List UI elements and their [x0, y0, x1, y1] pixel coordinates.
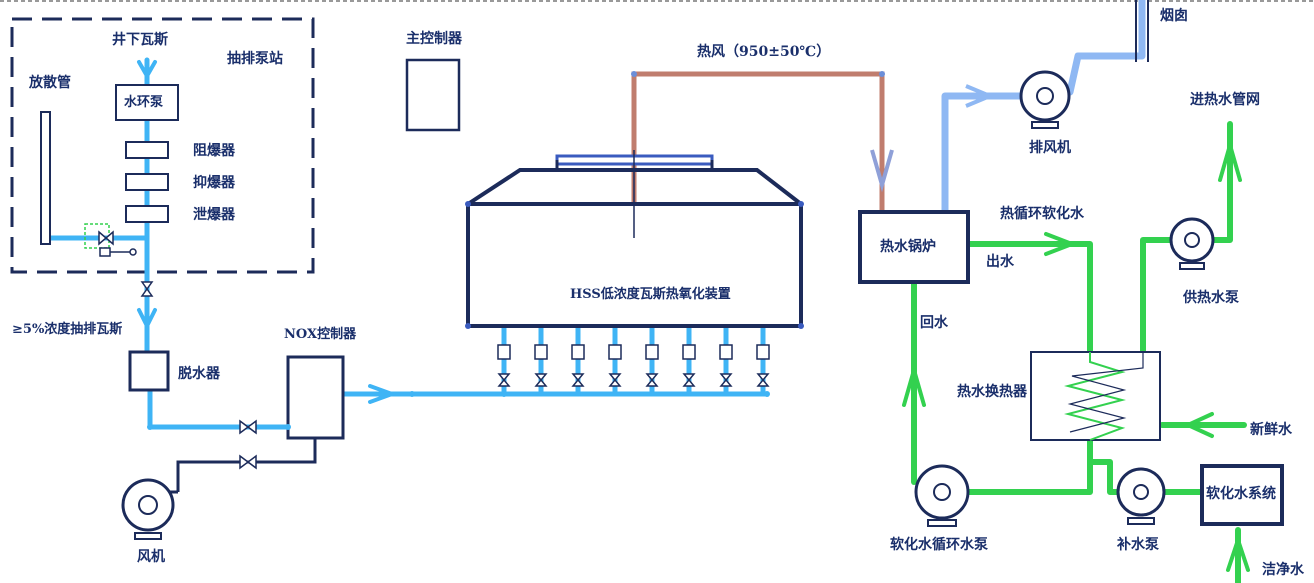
supply-pump [1169, 217, 1215, 270]
arrester-1-label: 阻爆器 [193, 143, 235, 159]
water-ring-pump-box [115, 84, 179, 121]
arrester-1-box [125, 141, 169, 159]
water-ring-pump-label: 水环泵 [124, 95, 164, 110]
fan-label: 风机 [137, 549, 165, 565]
hot-air-label: 热风（950±50℃） [697, 44, 831, 60]
dehydrator-box [128, 350, 170, 392]
water-pipelines [911, 121, 1247, 583]
heat-exchanger-label: 热水换热器 [957, 384, 1027, 400]
circ-pump-label: 软化水循环水泵 [890, 537, 988, 553]
exhaust-arrow [965, 84, 996, 108]
arrester-3-box [125, 205, 169, 223]
exhaust-fan [1019, 70, 1071, 129]
oxidizer-unit [466, 150, 803, 328]
clean-water-label: 洁净水 [1262, 562, 1304, 578]
vent-valve-cluster [84, 223, 137, 257]
outlet-label: 出水 [986, 254, 1014, 270]
vent-pipe-label: 放散管 [29, 75, 71, 91]
main-controller-label: 主控制器 [406, 31, 462, 47]
air-valve [239, 454, 257, 470]
nox-controller-label: NOX控制器 [284, 327, 357, 342]
arrester-3-label: 泄爆器 [193, 207, 235, 223]
softening-system-box [1200, 464, 1284, 526]
arrester-2-box [125, 173, 169, 191]
boiler-label: 热水锅炉 [880, 239, 936, 255]
fan [121, 478, 175, 540]
underground-gas-label: 井下瓦斯 [112, 32, 168, 48]
oxidizer-corner-dots [465, 201, 804, 329]
gas-valve [140, 281, 154, 297]
nox-controller-box [286, 355, 345, 440]
dehydrator-label: 脱水器 [178, 366, 220, 382]
exhaust-fan-label: 排风机 [1029, 140, 1071, 156]
supply-pump-label: 供热水泵 [1183, 290, 1239, 306]
chimney [1135, 0, 1149, 62]
heat-exchanger [1030, 351, 1161, 441]
pump-station-boundary [10, 17, 315, 274]
makeup-pump-label: 补水泵 [1117, 537, 1159, 553]
burner-valves [497, 344, 770, 387]
soft-water-circ-label: 热循环软化水 [1000, 206, 1084, 222]
circulating-pump [914, 464, 970, 527]
softening-system-label: 软化水系统 [1206, 486, 1276, 502]
heat-network-label: 进热水管网 [1190, 92, 1260, 108]
return-label: 回水 [920, 315, 948, 331]
chimney-label: 烟囱 [1160, 8, 1188, 24]
exhaust-pipeline [941, 0, 1146, 216]
water-flow-arrows [902, 143, 1250, 572]
arrester-2-label: 抑爆器 [193, 175, 235, 191]
hot-air-arrow [870, 149, 894, 193]
main-controller-box [405, 58, 461, 132]
vent-pipe [40, 111, 51, 245]
hot-water-boiler-box [858, 210, 970, 284]
pump-station-label: 抽排泵站 [227, 51, 283, 67]
fresh-water-label: 新鲜水 [1250, 422, 1292, 438]
oxidizer-label: HSS低浓度瓦斯热氧化装置 [570, 287, 731, 302]
gas-flow-arrows [137, 60, 394, 404]
gas-valve-lower [239, 419, 257, 435]
gas-concentration-label: ≥5%浓度抽排瓦斯 [12, 322, 123, 337]
pipe-junction-dots [147, 391, 770, 430]
makeup-pump [1116, 467, 1166, 525]
